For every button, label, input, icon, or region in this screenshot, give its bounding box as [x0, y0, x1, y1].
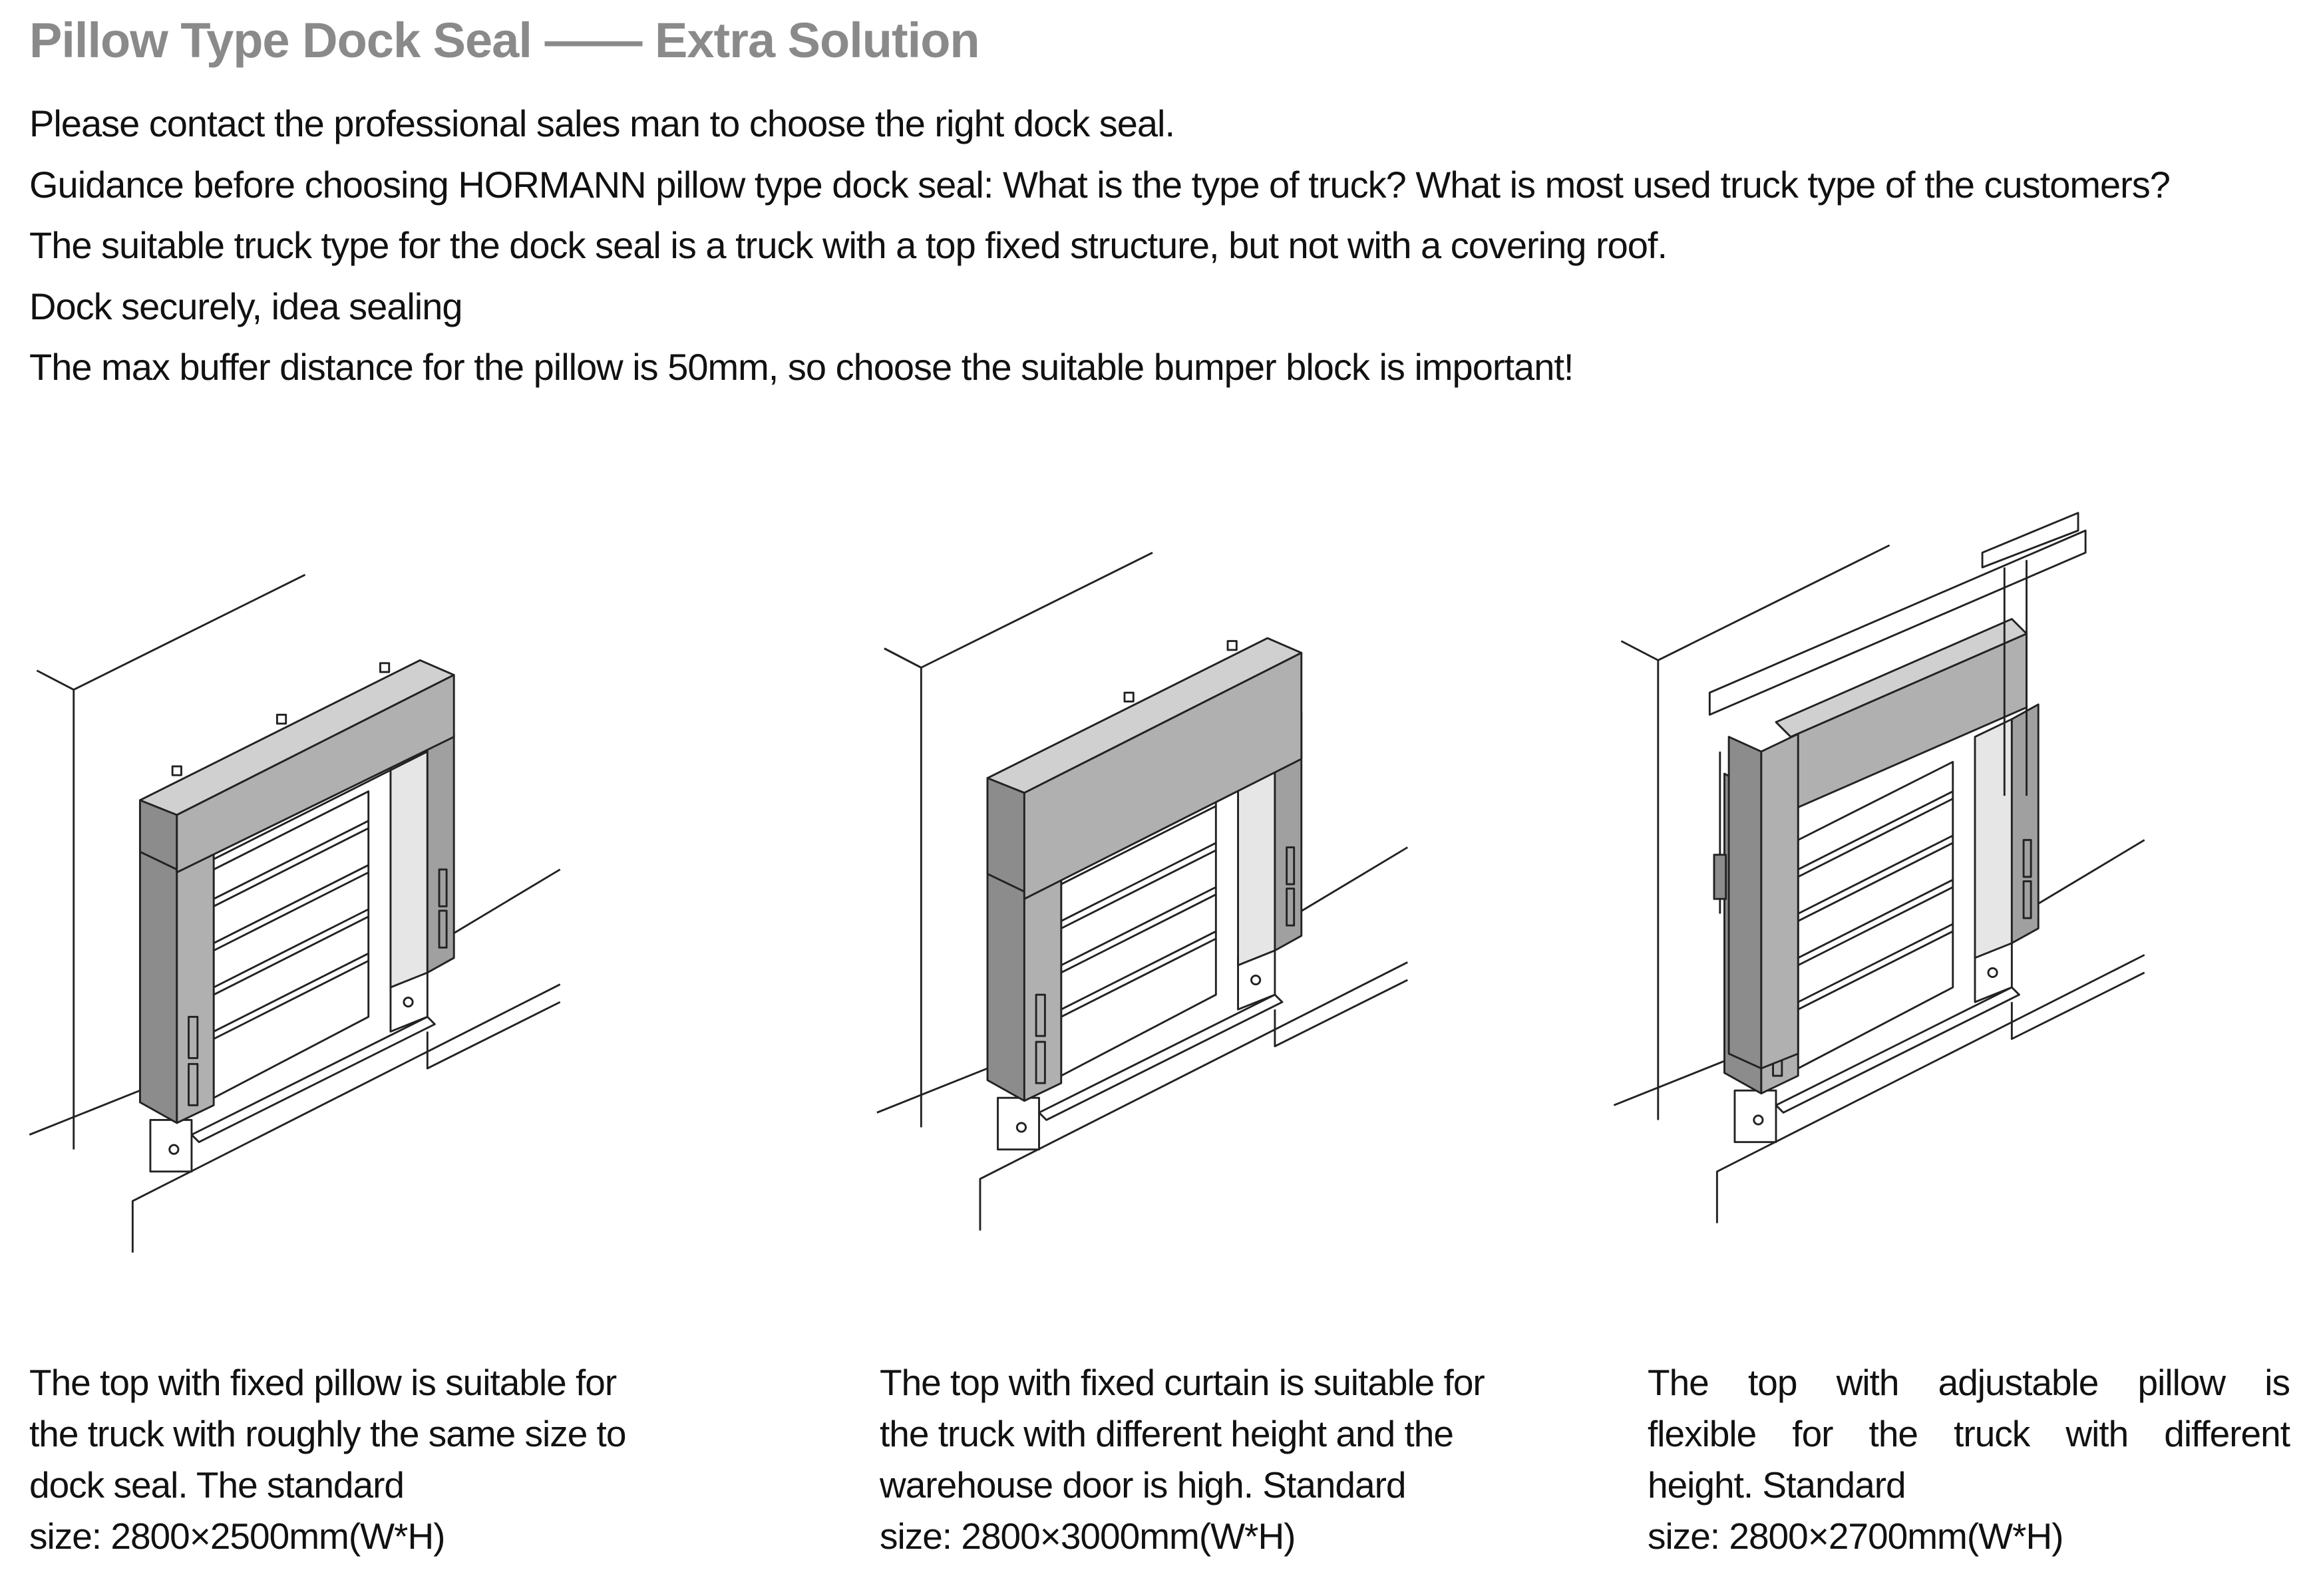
intro-line: The suitable truck type for the dock sea…: [29, 224, 1668, 266]
caption-fixed-curtain: The top with fixed curtain is suitable f…: [880, 1357, 1532, 1562]
caption-line: warehouse door is high. Standard: [880, 1464, 1406, 1506]
caption-line: height. Standard: [1648, 1464, 1906, 1506]
intro-line: The max buffer distance for the pillow i…: [29, 346, 1574, 388]
caption-line: The top with adjustable pillow is: [1648, 1362, 2290, 1403]
caption-fixed-pillow: The top with fixed pillow is suitable fo…: [29, 1357, 681, 1562]
caption-size: size: 2800×2500mm(W*H): [29, 1516, 446, 1557]
intro-line: Please contact the professional sales ma…: [29, 102, 1175, 144]
fixed-curtain-drawing: [876, 552, 1409, 1232]
caption-line: the truck with different height and the: [880, 1413, 1454, 1454]
caption-size: size: 2800×3000mm(W*H): [880, 1516, 1296, 1557]
caption-adjustable-pillow: The top with adjustable pillow is flexib…: [1648, 1357, 2290, 1562]
intro-line: Dock securely, idea sealing: [29, 285, 463, 327]
adjustable-pillow-drawing: [1612, 512, 2146, 1224]
caption-line: the truck with roughly the same size to: [29, 1413, 626, 1454]
caption-line: The top with fixed curtain is suitable f…: [880, 1362, 1485, 1403]
fixed-pillow-drawing: [28, 573, 562, 1254]
caption-size: size: 2800×2700mm(W*H): [1648, 1516, 2064, 1557]
intro-text: Please contact the professional sales ma…: [29, 93, 2171, 398]
caption-line: The top with fixed pillow is suitable fo…: [29, 1362, 617, 1403]
caption-line: dock seal. The standard: [29, 1464, 405, 1506]
page-title: Pillow Type Dock Seal —— Extra Solution: [29, 13, 980, 68]
intro-line: Guidance before choosing HORMANN pillow …: [29, 163, 2171, 206]
caption-line: flexible for the truck with different: [1648, 1413, 2290, 1454]
